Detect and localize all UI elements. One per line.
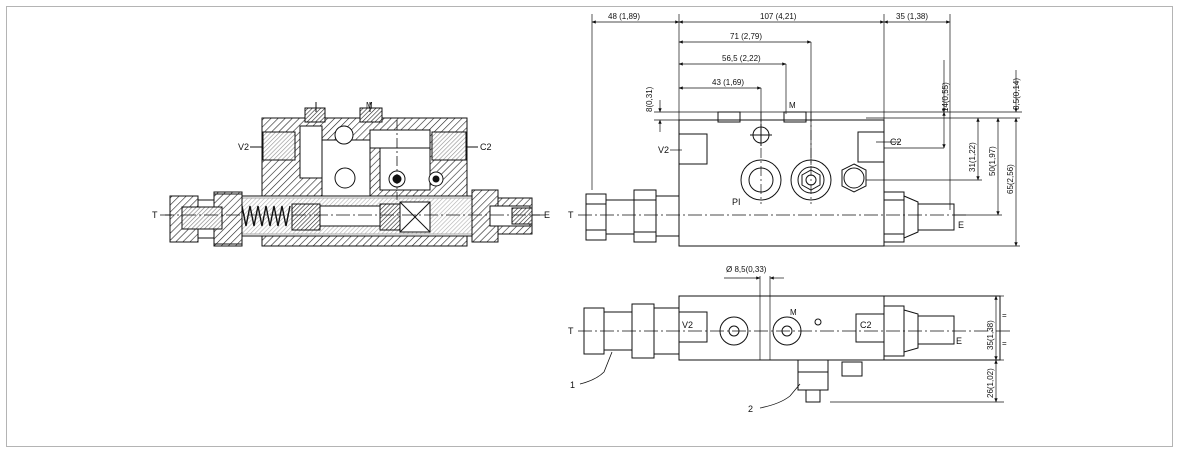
- dim-71: 71 (2,79): [730, 32, 762, 41]
- front-dimensions: [591, 14, 1022, 247]
- front-view: [578, 111, 1020, 247]
- dim-65: 65(2,56): [1006, 164, 1015, 194]
- front-hex-plug: [841, 163, 867, 193]
- dim-eq-top: =: [1002, 311, 1007, 320]
- front-port-v2: [678, 133, 708, 165]
- dim-14: 14(0,55): [941, 82, 950, 112]
- dim-eq-bottom: =: [1002, 339, 1007, 348]
- front-label-m: M: [789, 101, 796, 110]
- callout-1: 1: [570, 380, 575, 390]
- dim-top-26: 26(1,02): [986, 368, 995, 398]
- dim-50: 50(1,97): [988, 146, 997, 176]
- dim-top-35: 35(1,38): [986, 320, 995, 350]
- top-view: [578, 276, 1010, 409]
- front-hole-pi: [740, 159, 782, 201]
- top-label-t: T: [568, 326, 574, 336]
- section-label-c2: C2: [480, 142, 492, 152]
- front-body: [678, 119, 885, 247]
- front-port-c2: [857, 131, 885, 163]
- front-label-pi: PI: [732, 197, 741, 207]
- top-label-v2: V2: [682, 320, 693, 330]
- front-label-t: T: [568, 210, 574, 220]
- section-label-t: T: [152, 210, 158, 220]
- dim-48: 48 (1,89): [608, 12, 640, 21]
- section-label-v2: V2: [238, 142, 249, 152]
- top-label-e: E: [956, 336, 962, 346]
- drawing-frame: [6, 6, 1173, 447]
- section-label-m: M: [366, 101, 373, 110]
- section-view: [160, 102, 545, 247]
- dim-43: 43 (1,69): [712, 78, 744, 87]
- bottom-fitting: [797, 359, 829, 391]
- callout-2: 2: [748, 404, 753, 414]
- top-label-m: M: [790, 308, 797, 317]
- dim-35: 35 (1,38): [896, 12, 928, 21]
- dim-8: 8(0,31): [645, 86, 654, 112]
- dim-hole-diameter: Ø 8,5(0,33): [726, 265, 767, 274]
- front-label-e: E: [958, 220, 964, 230]
- front-label-v2: V2: [658, 145, 669, 155]
- front-label-c2: C2: [890, 137, 902, 147]
- top-label-c2: C2: [860, 320, 872, 330]
- dim-107: 107 (4,21): [760, 12, 797, 21]
- section-label-e: E: [544, 210, 550, 220]
- dim-3-5: 3,5(0,14): [1012, 78, 1021, 110]
- dim-56-5: 56,5 (2,22): [722, 54, 761, 63]
- dim-31: 31(1,22): [968, 142, 977, 172]
